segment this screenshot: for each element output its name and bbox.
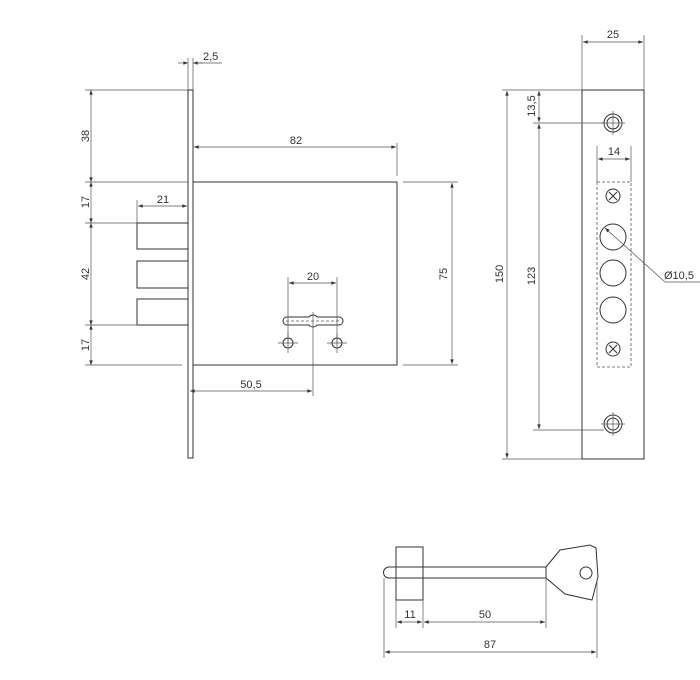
mounting-holes (601, 111, 625, 436)
dim-bolt-bottom: 17 (80, 339, 92, 351)
lock-case (192, 181, 398, 366)
dim-keyhole-spacing: 20 (307, 271, 319, 283)
bolt-hole (599, 259, 627, 287)
bolts (136, 222, 188, 326)
screw-icon (605, 188, 621, 357)
dim-bolt-top: 17 (80, 196, 92, 208)
key-ring-hole (579, 566, 593, 580)
bolt-hole (599, 296, 627, 324)
dim-pocket-width: 14 (608, 146, 620, 158)
dim-bolt-hole-diameter: Ø10,5 (664, 270, 694, 282)
dim-key-blade: 50 (479, 609, 491, 621)
dim-key-total: 87 (484, 639, 496, 651)
bolt-hole (599, 223, 627, 251)
dim-backset: 50,5 (240, 379, 261, 391)
lock-body-view: 2,5 38 17 42 17 21 82 75 20 50,5 (80, 51, 458, 459)
dim-plate-width: 25 (607, 29, 619, 41)
key-collar (395, 546, 424, 601)
key-view: 11 50 87 (383, 544, 599, 658)
dim-plate-height: 150 (494, 265, 506, 283)
key-shaft (383, 566, 546, 579)
key-head (545, 544, 599, 601)
dim-faceplate-thickness: 2,5 (203, 51, 218, 63)
dim-bolt-span: 42 (80, 268, 92, 280)
dim-top-hole: 13,5 (526, 95, 538, 116)
dim-key-collar: 11 (404, 609, 415, 621)
dim-top: 38 (80, 130, 92, 142)
dim-body-height: 75 (438, 268, 450, 280)
bolt-pocket (596, 181, 632, 368)
strike-plate-view: 25 150 13,5 123 14 Ø10,5 (494, 29, 700, 460)
dim-body-depth: 82 (290, 135, 302, 147)
strike-plate (581, 89, 645, 460)
dim-bolt-length: 21 (157, 194, 169, 206)
faceplate (187, 89, 194, 459)
dim-hole-spacing: 123 (526, 267, 538, 285)
